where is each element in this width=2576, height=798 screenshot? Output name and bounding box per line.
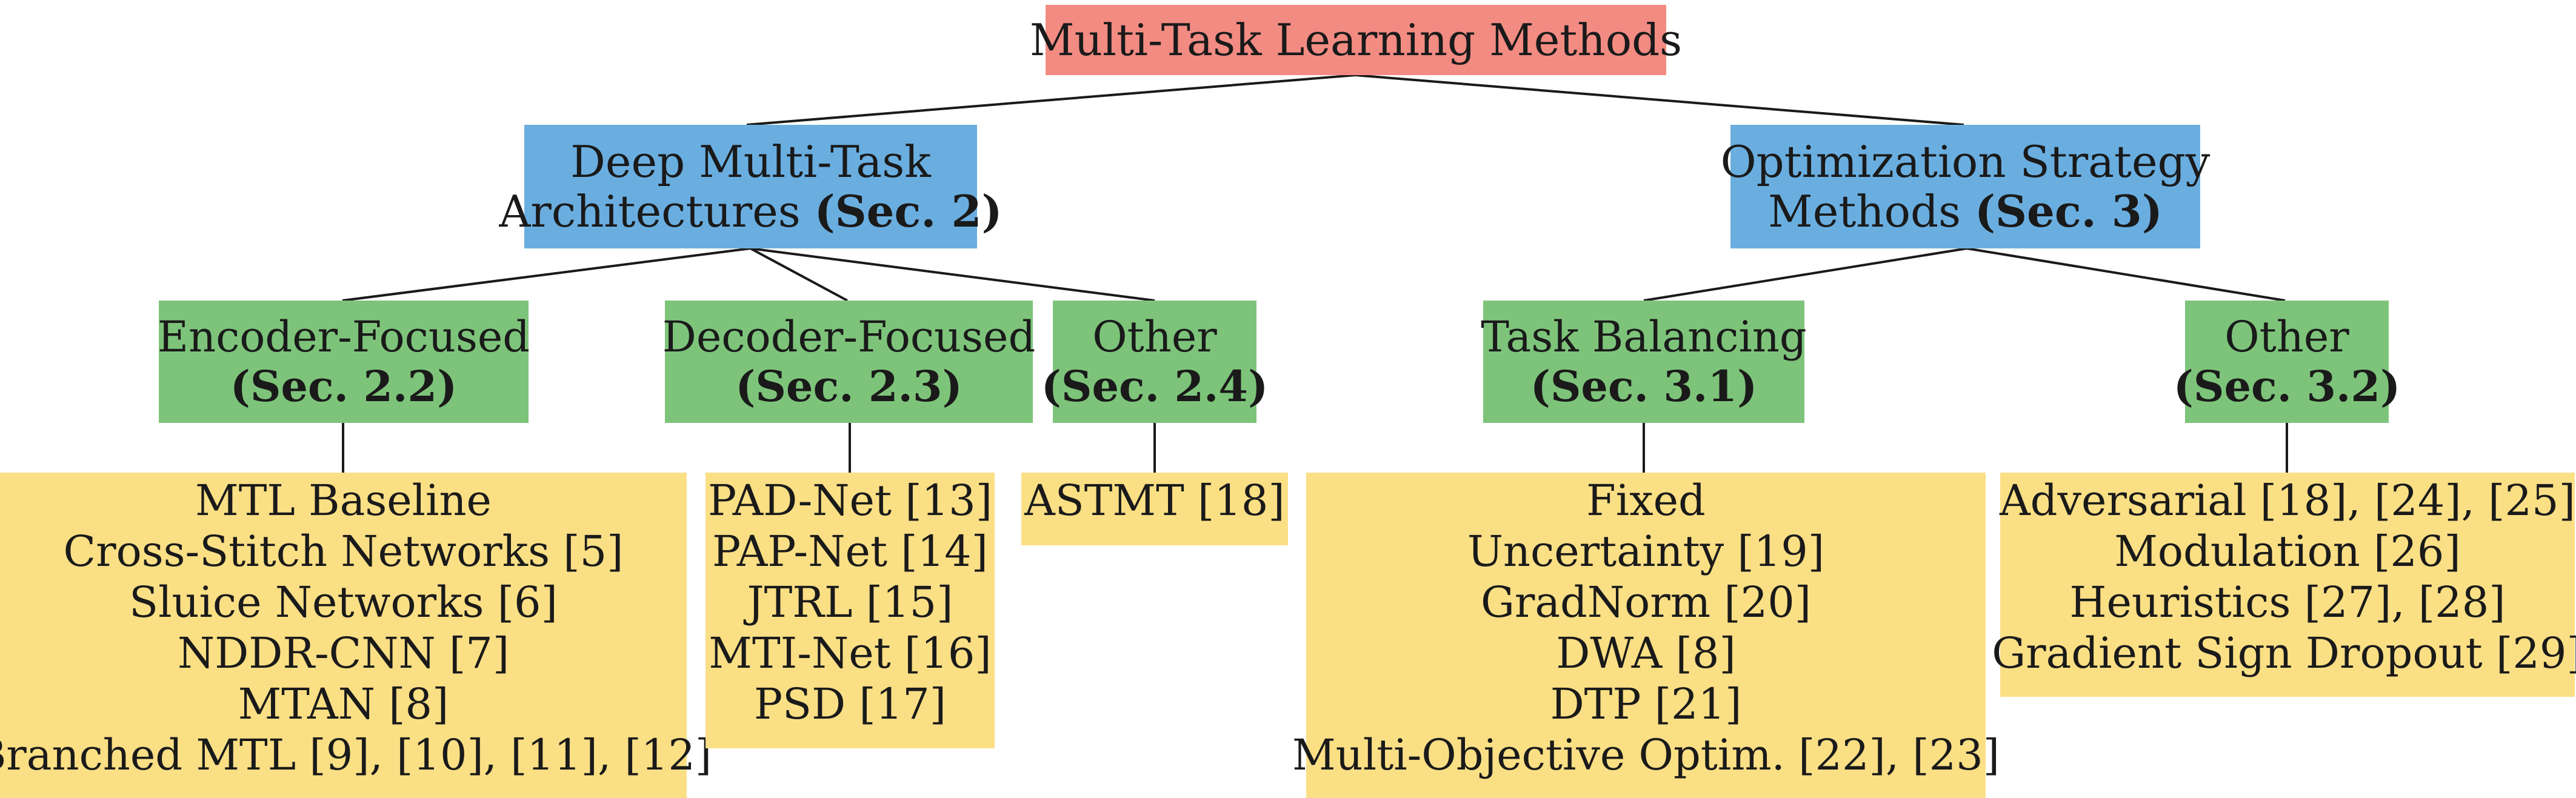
list-item: Branched MTL [9], [10], [11], [12] — [0, 730, 712, 780]
encoder-section: (Sec. 2.2) — [230, 361, 458, 411]
optimization-line2: Methods (Sec. 3) — [1768, 185, 2163, 237]
balancing-methods-box: Fixed Uncertainty [19] GradNorm [20] DWA… — [1292, 473, 2000, 798]
list-item: Modulation [26] — [2114, 527, 2461, 576]
architectures-line2: Architectures (Sec. 2) — [499, 185, 1003, 237]
opt-other-title: Other — [2224, 312, 2349, 362]
list-item: ASTMT [18] — [1024, 476, 1285, 525]
optimization-node: Optimization Strategy Methods (Sec. 3) — [1721, 125, 2210, 248]
list-item: Multi-Objective Optim. [22], [23] — [1292, 730, 2000, 780]
edge-optimization-balancing — [1643, 247, 1967, 302]
encoder-title: Encoder-Focused — [157, 312, 530, 362]
decoder-title: Decoder-Focused — [662, 312, 1036, 362]
arch-other-section: (Sec. 2.4) — [1041, 361, 1269, 411]
optimization-other-node: Other (Sec. 3.2) — [2174, 301, 2400, 423]
encoder-methods-box: MTL Baseline Cross-Stitch Networks [5] S… — [0, 473, 712, 798]
optimization-line2-plain: Methods — [1768, 186, 1961, 237]
architectures-node: Deep Multi-Task Architectures (Sec. 2) — [499, 125, 1003, 248]
edge-root-architectures — [746, 74, 1356, 126]
list-item: GradNorm [20] — [1480, 577, 1812, 627]
balancing-title: Task Balancing — [1481, 312, 1807, 362]
decoder-section: (Sec. 2.3) — [735, 361, 963, 411]
edge-root-optimization — [1355, 74, 1964, 126]
optimization-line1: Optimization Strategy — [1720, 136, 2211, 187]
list-item: DTP [21] — [1550, 679, 1742, 729]
list-item: NDDR-CNN [7] — [177, 628, 510, 678]
edge-architectures-encoder — [342, 247, 751, 302]
list-item: PAD-Net [13] — [707, 476, 993, 525]
list-item: JTRL [15] — [747, 577, 953, 627]
architectures-line1: Deep Multi-Task — [570, 136, 931, 187]
decoder-focused-node: Decoder-Focused (Sec. 2.3) — [662, 301, 1036, 423]
root-label: Multi-Task Learning Methods — [1029, 15, 1683, 65]
opt-other-methods-box: Adversarial [18], [24], [25] Modulation … — [1992, 473, 2576, 697]
list-item: Fixed — [1586, 476, 1706, 525]
architectures-section: (Sec. 2) — [814, 185, 1003, 237]
arch-other-methods-box: ASTMT [18] — [1021, 473, 1288, 545]
opt-other-section: (Sec. 3.2) — [2173, 361, 2401, 411]
balancing-section: (Sec. 3.1) — [1530, 361, 1758, 411]
task-balancing-node: Task Balancing (Sec. 3.1) — [1481, 301, 1807, 423]
list-item: MTAN [8] — [238, 679, 449, 729]
list-item: PAP-Net [14] — [712, 527, 988, 576]
root-node: Multi-Task Learning Methods — [1030, 5, 1682, 75]
list-item: Adversarial [18], [24], [25] — [2000, 476, 2575, 525]
list-item: PSD [17] — [753, 679, 947, 729]
list-item: DWA [8] — [1556, 628, 1736, 678]
list-item: Gradient Sign Dropout [29] — [1992, 628, 2576, 678]
architectures-other-node: Other (Sec. 2.4) — [1041, 301, 1268, 423]
list-item: Cross-Stitch Networks [5] — [63, 527, 624, 576]
list-item: Sluice Networks [6] — [129, 577, 558, 627]
list-item: MTL Baseline — [195, 476, 492, 525]
list-item: Heuristics [27], [28] — [2069, 577, 2506, 627]
edge-architectures-decoder — [750, 247, 848, 302]
encoder-focused-node: Encoder-Focused (Sec. 2.2) — [157, 301, 530, 423]
decoder-methods-box: PAD-Net [13] PAP-Net [14] JTRL [15] MTI-… — [706, 473, 995, 748]
list-item: MTI-Net [16] — [709, 628, 992, 678]
list-item: Uncertainty [19] — [1467, 527, 1825, 576]
arch-other-title: Other — [1092, 312, 1217, 362]
edge-optimization-other — [1966, 247, 2286, 302]
edge-architectures-other — [750, 247, 1155, 302]
optimization-section: (Sec. 3) — [1974, 185, 2163, 237]
architectures-line2-plain: Architectures — [499, 186, 801, 237]
